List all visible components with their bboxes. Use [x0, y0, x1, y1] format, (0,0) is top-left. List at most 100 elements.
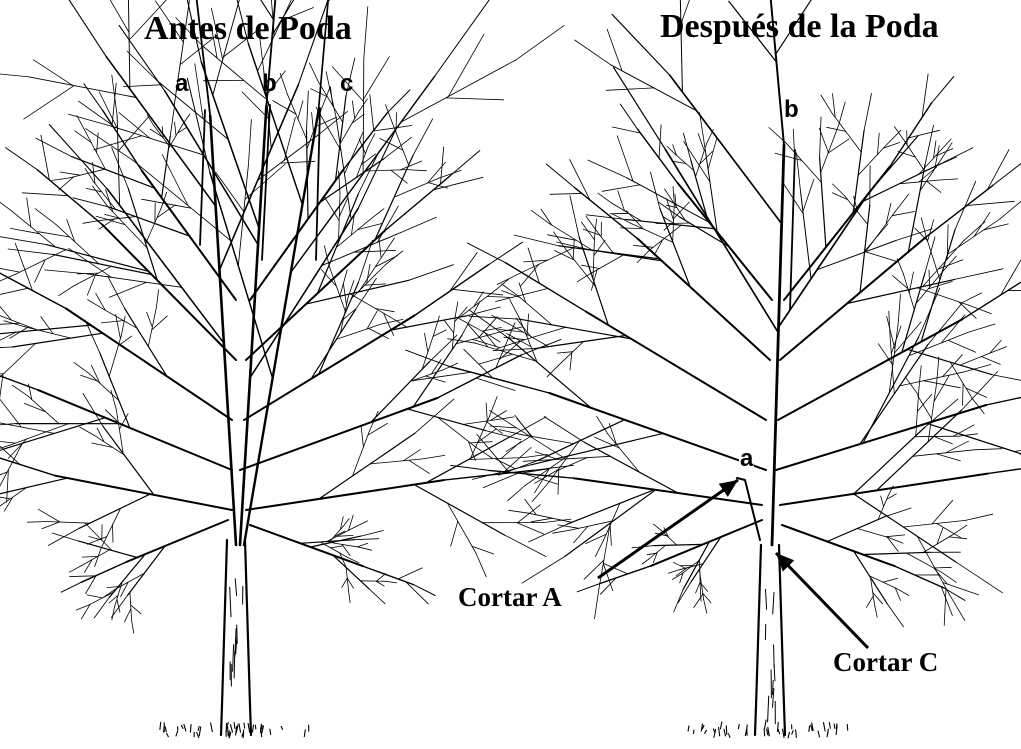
- branch-stroke: [594, 436, 620, 449]
- branch-stroke: [486, 333, 501, 343]
- branch-stroke: [861, 164, 940, 203]
- branch-stroke: [832, 192, 849, 201]
- branch-stroke: [316, 193, 359, 295]
- branch-stroke: [68, 247, 112, 278]
- branch-stroke: [914, 435, 959, 438]
- branch-stroke: [186, 77, 211, 174]
- branch-stroke: [543, 518, 572, 523]
- branch-stroke: [40, 134, 50, 181]
- branch-stroke: [530, 517, 553, 523]
- branch-stroke: [76, 272, 99, 275]
- branch-stroke: [173, 2, 190, 107]
- branch-stroke: [360, 426, 364, 448]
- branch-stroke: [606, 28, 623, 72]
- branch-stroke: [958, 301, 977, 319]
- branch-stroke: [0, 375, 39, 391]
- branch-stroke: [320, 269, 337, 287]
- branch-stroke: [132, 159, 232, 242]
- branch-stroke: [695, 581, 701, 594]
- branch-stroke: [469, 441, 493, 444]
- branch-stroke: [96, 132, 99, 154]
- branch-stroke: [0, 487, 28, 507]
- branch-stroke: [524, 498, 537, 516]
- branch-stroke: [521, 555, 566, 584]
- branch-stroke: [492, 348, 535, 352]
- branch-stroke: [636, 237, 771, 361]
- branch-stroke: [245, 229, 386, 361]
- branch-stroke: [534, 469, 559, 484]
- branch-stroke: [108, 594, 119, 604]
- branch-stroke: [26, 197, 32, 228]
- branch-stroke: [372, 125, 413, 132]
- branch-stroke: [333, 530, 346, 538]
- branch-stroke: [609, 525, 612, 546]
- trunk-left-edge: [753, 543, 763, 737]
- branch-stroke: [450, 464, 490, 471]
- branch-stroke: [927, 280, 953, 290]
- branch-stroke: [674, 153, 695, 171]
- branch-stroke: [927, 219, 935, 242]
- branch-stroke: [498, 340, 522, 361]
- branch-stroke: [317, 0, 330, 113]
- branch-stroke: [938, 147, 974, 166]
- branch-stroke: [390, 169, 408, 184]
- branch-stroke: [297, 0, 329, 86]
- branch-stroke: [938, 259, 964, 270]
- branch-stroke: [973, 448, 1003, 451]
- branch-stroke: [318, 81, 344, 123]
- branch-stroke: [675, 567, 688, 577]
- branch-stroke: [891, 211, 915, 217]
- branch-stroke: [286, 93, 308, 140]
- branch-stroke: [626, 177, 712, 224]
- branch-stroke: [279, 73, 288, 95]
- branch-stroke: [485, 420, 503, 434]
- branch-stroke: [832, 93, 836, 118]
- branch-stroke: [668, 569, 680, 574]
- branch-stroke: [410, 369, 444, 382]
- branch-stroke: [385, 104, 394, 124]
- branch-stroke: [74, 265, 112, 286]
- branch-stroke: [319, 111, 348, 134]
- branch-stroke: [961, 281, 1021, 320]
- branch-stroke: [310, 88, 328, 98]
- branch-stroke: [607, 434, 640, 473]
- branch-stroke: [489, 425, 517, 429]
- branch-stroke: [920, 217, 927, 238]
- branch-stroke: [357, 98, 368, 113]
- branch-stroke: [58, 176, 75, 191]
- branch-stroke: [86, 594, 103, 599]
- branch-stroke: [917, 394, 932, 420]
- branch-stroke: [103, 588, 117, 598]
- branch-stroke: [672, 203, 675, 243]
- branch-stroke: [408, 459, 430, 475]
- branch-stroke: [450, 520, 459, 547]
- branch-stroke: [339, 269, 348, 297]
- branch-stroke: [0, 343, 36, 378]
- branch-stroke: [508, 337, 592, 409]
- branch-stroke: [355, 146, 369, 178]
- branch-stroke: [0, 287, 29, 295]
- branch-stroke: [112, 524, 114, 543]
- branch-stroke: [73, 362, 90, 374]
- branch-stroke: [927, 302, 964, 345]
- branch-stroke: [459, 291, 495, 318]
- branch-stroke: [943, 255, 957, 272]
- branch-stroke: [33, 59, 73, 86]
- branch-stroke: [926, 422, 1021, 455]
- branch-stroke: [852, 493, 957, 563]
- branch-stroke: [408, 264, 454, 281]
- branch-stroke: [636, 249, 651, 264]
- branch-stroke: [497, 416, 515, 420]
- branch-stroke: [887, 485, 894, 497]
- tree-after-pruning: [405, 0, 1021, 739]
- branch-stroke: [369, 458, 423, 465]
- branch-stroke: [918, 149, 942, 175]
- branch-stroke: [846, 278, 956, 305]
- branch-stroke: [3, 320, 26, 328]
- branch-stroke: [74, 130, 92, 144]
- branch-stroke: [329, 266, 347, 313]
- branch-stroke: [946, 224, 949, 260]
- branch-stroke: [554, 250, 575, 261]
- branch-stroke: [23, 85, 75, 120]
